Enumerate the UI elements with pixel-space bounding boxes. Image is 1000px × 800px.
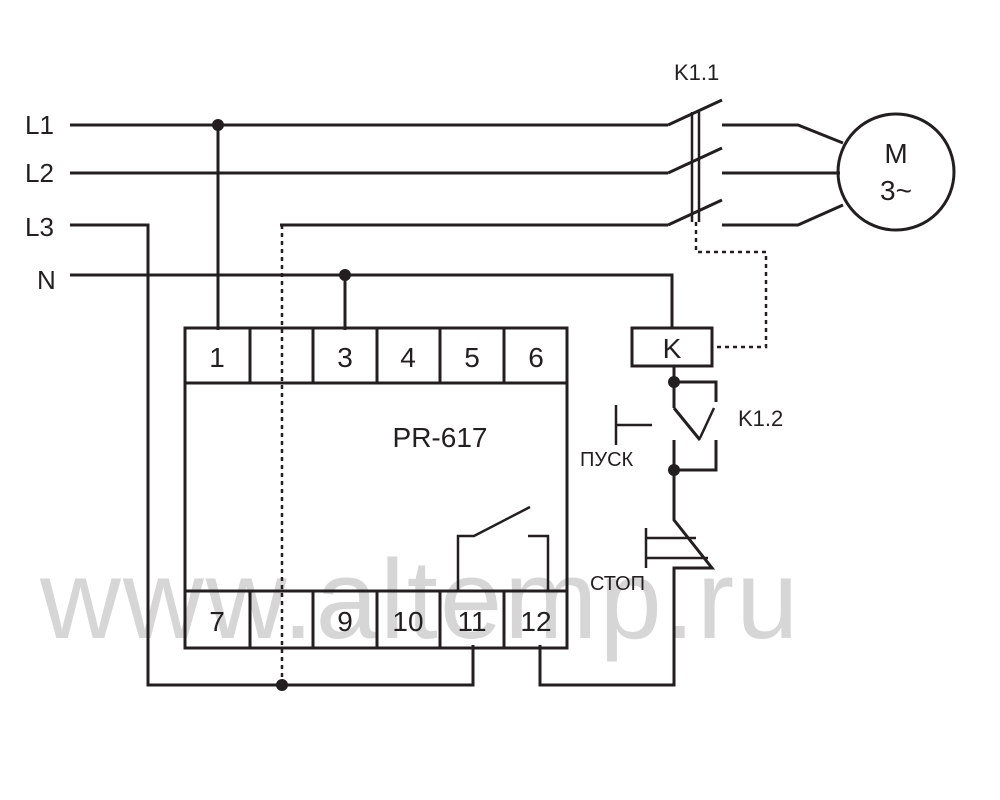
watermark: www.altemp.ru — [39, 537, 800, 662]
bottom-terminal-dividers — [248, 591, 506, 648]
junction-n — [339, 269, 351, 281]
top-terminal-dividers — [248, 328, 506, 383]
contactor-coil — [630, 326, 714, 368]
terminal-5: 5 — [464, 342, 480, 373]
terminal-11: 11 — [457, 606, 486, 637]
wire-l3 — [70, 223, 475, 687]
label-k1-1: K1.1 — [674, 60, 719, 85]
wires-to-motor — [722, 123, 844, 227]
motor-label: M — [884, 138, 907, 169]
internal-contact-fixed — [528, 534, 550, 591]
wire-aux-return — [674, 440, 718, 472]
label-start: ПУСК — [580, 449, 634, 471]
motor-phase-label: 3~ — [880, 175, 912, 206]
terminal-10: 10 — [392, 606, 423, 637]
label-k1-2: K1.2 — [738, 406, 783, 431]
junction-l1 — [212, 119, 224, 131]
label-stop: СТОП — [590, 573, 645, 595]
motor — [836, 112, 956, 232]
label-l1: L1 — [25, 110, 54, 140]
terminal-7: 7 — [209, 606, 225, 637]
label-n: N — [37, 265, 56, 295]
terminal-3: 3 — [337, 342, 353, 373]
terminal-1: 1 — [209, 342, 225, 373]
junction-bottom — [276, 679, 288, 691]
dotted-mechanical-link — [694, 222, 768, 349]
stop-button-actuator — [644, 528, 708, 568]
label-l2: L2 — [25, 158, 54, 188]
wire-n — [70, 273, 674, 328]
terminal-4: 4 — [400, 342, 416, 373]
terminal-6: 6 — [528, 342, 544, 373]
label-l3: L3 — [25, 212, 54, 242]
start-button-contact — [672, 380, 718, 441]
stop-button-contact — [538, 508, 716, 687]
main-contact-blades — [667, 98, 723, 227]
coil-label: K — [663, 333, 682, 364]
internal-contact-switch — [456, 505, 531, 591]
start-button-actuator — [614, 405, 652, 445]
junction-start — [668, 464, 680, 476]
aux-contact-blade — [698, 407, 716, 439]
device-model: PR-617 — [393, 422, 488, 453]
main-contact-linkage — [690, 112, 701, 222]
terminal-9: 9 — [337, 606, 353, 637]
terminal-12: 12 — [520, 606, 551, 637]
